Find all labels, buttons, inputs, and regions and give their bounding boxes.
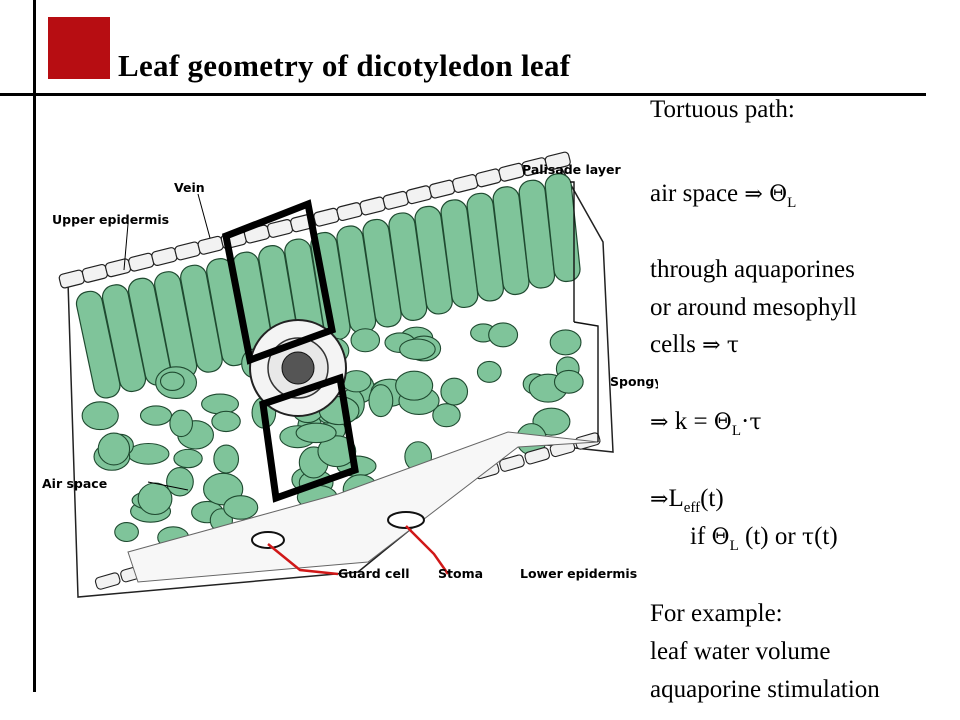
upper-epidermis-cell	[544, 151, 571, 171]
spongy-cell	[97, 432, 131, 466]
air-space-line: air space ⇒ ΘL	[650, 180, 797, 211]
cells-tau-line: cells ⇒ τ	[650, 331, 739, 358]
red-pointers	[267, 525, 450, 576]
label-palisade-layer: Palisade layer	[522, 162, 621, 177]
spongy-cell	[213, 444, 240, 474]
spongy-cell	[173, 448, 203, 469]
example-heading: For example:	[650, 600, 783, 627]
label-lower-epidermis: Lower epidermis	[520, 566, 637, 581]
slide-title: Leaf geometry of dicotyledon leaf	[118, 48, 571, 83]
aquaporines-line: through aquaporines	[650, 256, 855, 283]
tortuous-path-heading: Tortuous path:	[650, 96, 795, 123]
mesophyll-line: or around mesophyll	[650, 294, 857, 321]
k-equation-line: ⇒ k = ΘL·τ	[650, 408, 762, 439]
spongy-cell	[399, 338, 436, 360]
lower-epidermis-cell	[499, 454, 525, 472]
spongy-cell	[127, 442, 170, 465]
palisade-cell	[544, 173, 581, 283]
stoma-pore-right	[387, 511, 425, 529]
layer-brackets	[570, 181, 599, 442]
example-leaf-water-volume: leaf water volume	[650, 638, 831, 665]
label-stoma: Stoma	[438, 566, 483, 581]
spongy-cell	[368, 384, 394, 418]
spongy-cell	[317, 435, 357, 468]
example-aquaporine-stimulation: aquaporine stimulation	[650, 676, 880, 703]
spongy-cell	[159, 371, 185, 391]
stoma-pore-left	[251, 531, 285, 549]
spongy-cell	[139, 405, 173, 426]
label-vein: Vein	[174, 180, 205, 195]
spongy-cell	[350, 328, 381, 353]
spongy-cell	[488, 322, 519, 348]
lower-epidermis-cell	[94, 572, 121, 590]
spongy-cell	[211, 410, 241, 433]
spongy-cell	[81, 401, 119, 431]
label-spongy-layer: Spongy layer	[610, 374, 658, 389]
horizontal-rule	[0, 93, 926, 96]
spongy-cell	[549, 329, 582, 356]
upper-highlight-box	[222, 199, 336, 365]
spongy-cell	[553, 369, 584, 394]
spongy-cell	[166, 467, 194, 497]
highlight-boxes	[222, 199, 359, 503]
lower-white-region	[127, 431, 599, 583]
title-accent-square	[48, 17, 110, 79]
spongy-cell	[395, 370, 434, 401]
lower-highlight-box	[259, 373, 359, 503]
if-condition-line: if ΘL (t) or τ(t)	[690, 523, 838, 554]
label-air-space: Air space	[42, 476, 107, 491]
spongy-cell	[201, 393, 240, 415]
vertical-rule	[33, 0, 36, 692]
vein-bundle	[249, 319, 347, 417]
label-guard-cell: Guard cell	[338, 566, 410, 581]
label-pointers	[123, 193, 211, 491]
spongy-cell	[137, 482, 173, 516]
spongy-cell	[476, 360, 502, 383]
spongy-cell	[295, 422, 337, 444]
leaf-cross-section-svg: Palisade layer Vein Upper epidermis Spon…	[42, 151, 658, 598]
spongy-cell	[114, 521, 139, 543]
spongy-cell	[169, 409, 194, 438]
leaf-cross-section-diagram: Palisade layer Vein Upper epidermis Spon…	[38, 142, 658, 602]
lower-epidermis-cell	[524, 447, 550, 465]
l-eff-line: ⇒Leff(t)	[650, 485, 724, 516]
spongy-cell	[432, 403, 461, 428]
spongy-cell	[223, 495, 259, 520]
label-upper-epidermis: Upper epidermis	[52, 212, 169, 227]
spongy-cell	[440, 377, 469, 406]
